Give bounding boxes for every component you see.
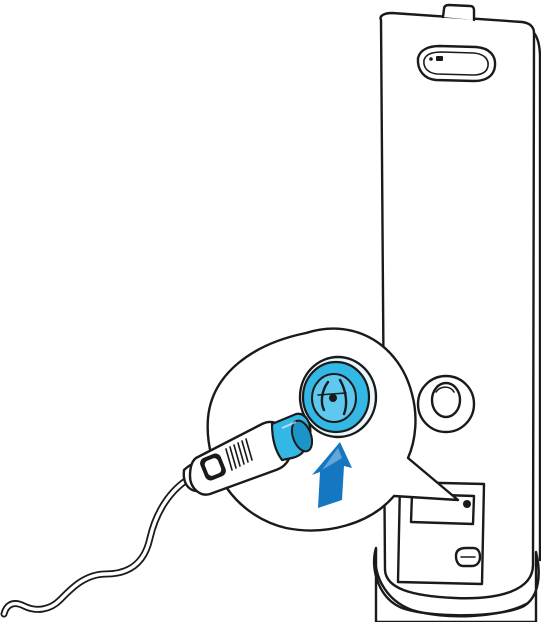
insert-arrow-icon: [312, 442, 352, 508]
plug-grip: [200, 438, 253, 481]
speaker-side-edge: [532, 31, 541, 562]
switch: [454, 546, 482, 568]
power-cable: [0, 474, 194, 618]
power-plug: [0, 412, 314, 618]
speaker-top-tab: [441, 3, 476, 22]
dc-in-socket: [463, 500, 471, 508]
speaker-tower: [372, 3, 541, 622]
speaker-body: [379, 11, 536, 600]
top-slot: [416, 44, 497, 83]
rear-panel: [396, 480, 486, 586]
top-slot-dot: [429, 57, 433, 61]
speaker-base-rim: [374, 548, 528, 618]
round-port: [416, 374, 476, 434]
top-slot-led: [436, 56, 443, 61]
top-slot-inner: [423, 51, 489, 76]
power-socket: [298, 355, 378, 439]
